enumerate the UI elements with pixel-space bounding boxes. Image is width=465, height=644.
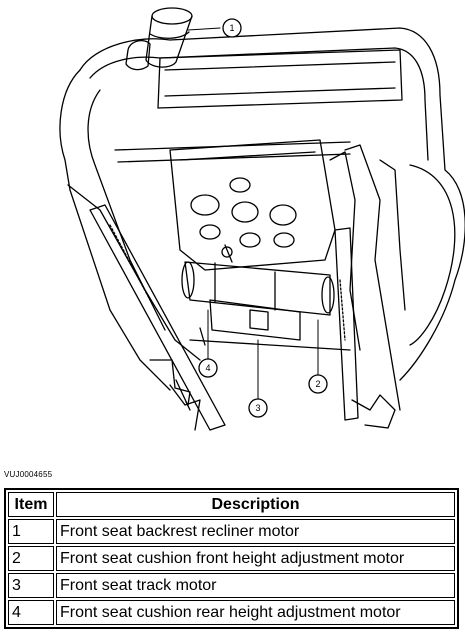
header-description: Description xyxy=(56,492,455,517)
row-description: Front seat backrest recliner motor xyxy=(56,519,455,544)
callout-label-2: 2 xyxy=(315,379,320,389)
row-description: Front seat cushion front height adjustme… xyxy=(56,546,455,571)
row-item: 3 xyxy=(8,573,54,598)
left-track-rail xyxy=(89,204,226,431)
row-item: 1 xyxy=(8,519,54,544)
callout-label-3: 3 xyxy=(255,403,260,413)
backrest-frame xyxy=(79,27,465,381)
track-motor xyxy=(189,299,351,351)
right-side-frame xyxy=(344,144,401,411)
callout-label-4: 4 xyxy=(205,363,210,373)
height-adjustment-motors xyxy=(181,244,335,316)
table-row: 3 Front seat track motor xyxy=(8,573,455,598)
header-item: Item xyxy=(8,492,54,517)
row-item: 2 xyxy=(8,546,54,571)
callout-2 xyxy=(308,374,328,394)
table-header-row: Item Description xyxy=(8,492,455,517)
row-description: Front seat cushion rear height adjustmen… xyxy=(56,600,455,625)
row-item: 4 xyxy=(8,600,54,625)
figure-reference-id: VUJ0004655 xyxy=(4,470,53,479)
callout-4 xyxy=(198,358,218,378)
right-track-rail xyxy=(334,227,396,429)
seat-motors-diagram: 1 2 3 4 xyxy=(59,7,465,431)
recliner-motor xyxy=(125,7,193,71)
table-row: 1 Front seat backrest recliner motor xyxy=(8,519,455,544)
row-description: Front seat track motor xyxy=(56,573,455,598)
parts-table: Item Description 1 Front seat backrest r… xyxy=(4,488,459,629)
callout-3 xyxy=(248,398,268,418)
left-side-frame xyxy=(59,69,171,391)
callout-label-1: 1 xyxy=(229,23,234,33)
callout-leaders xyxy=(187,27,319,401)
callout-1 xyxy=(222,18,242,38)
table-row: 4 Front seat cushion rear height adjustm… xyxy=(8,600,455,625)
table-row: 2 Front seat cushion front height adjust… xyxy=(8,546,455,571)
